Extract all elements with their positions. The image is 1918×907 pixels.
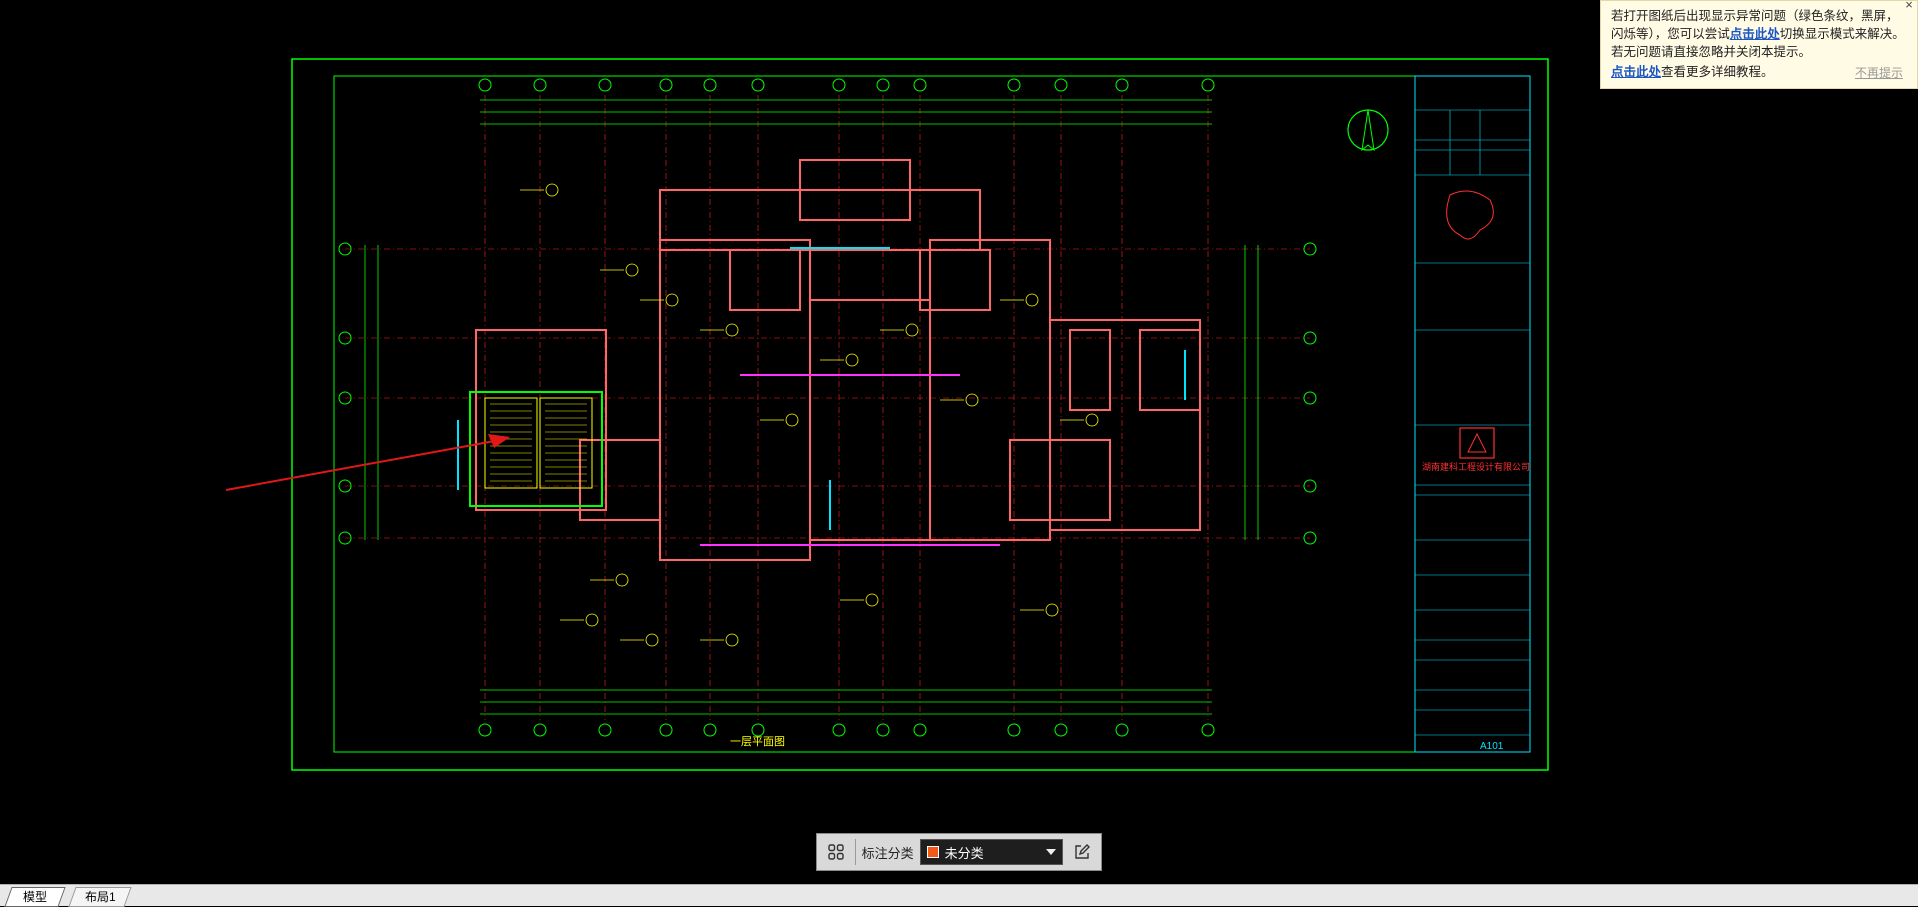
axis-bubbles <box>338 78 1317 737</box>
tutorial-link[interactable]: 点击此处 <box>1611 65 1662 79</box>
edit-icon[interactable] <box>1069 839 1095 865</box>
selected-category: 未分类 <box>944 845 984 861</box>
chevron-down-icon <box>1046 849 1057 855</box>
annotation-category-toolbar: 标注分类 未分类 <box>816 833 1102 871</box>
plan-details <box>520 183 1099 647</box>
dont-show-again-link[interactable]: 不再提示 <box>1854 66 1903 80</box>
tab-model[interactable]: 模型 <box>4 887 66 907</box>
switch-display-mode-link[interactable]: 点击此处 <box>1729 27 1780 41</box>
notice-text-3: 查看更多详细教程。 <box>1661 65 1774 79</box>
floor-plan-drawing: 湖南建科工程设计有限公司 A101 一层平面图 <box>225 58 1549 771</box>
sheet-number: A101 <box>1480 741 1504 752</box>
tab-layout1[interactable]: 布局1 <box>68 887 132 907</box>
tab-layout1-label: 布局1 <box>84 890 116 904</box>
title-block: 湖南建科工程设计有限公司 A101 <box>1414 75 1531 753</box>
tab-model-label: 模型 <box>22 890 47 904</box>
company-name: 湖南建科工程设计有限公司 <box>1422 461 1530 472</box>
layout-tabs: 模型 布局1 <box>0 884 1918 907</box>
annotation-category-select[interactable]: 未分类 <box>919 839 1064 865</box>
plan-title: 一层平面图 <box>730 735 785 748</box>
notice-text-1: 若打开图纸后出现显示异常问题（绿色条纹，黑屏，闪烁等），您可以尝试 <box>1611 9 1899 41</box>
building-walls <box>457 159 1201 561</box>
annotation-arrow-icon <box>225 434 510 491</box>
dimension-lines <box>364 99 1259 715</box>
north-arrow-icon <box>1347 109 1389 152</box>
cad-drawing-canvas[interactable]: 湖南建科工程设计有限公司 A101 一层平面图 <box>0 0 1918 884</box>
close-notice-icon[interactable]: × <box>1905 0 1913 12</box>
toolbar-separator <box>854 839 856 865</box>
axis-grid-lines <box>345 95 1310 720</box>
grid-icon[interactable] <box>823 839 849 865</box>
notice-text-2: 切换显示模式来解决。若无问题请直接忽略并关闭本提示。 <box>1611 27 1905 59</box>
annotation-category-label: 标注分类 <box>861 845 914 861</box>
display-issue-notice: × 若打开图纸后出现显示异常问题（绿色条纹，黑屏，闪烁等），您可以尝试点击此处切… <box>1600 0 1918 89</box>
category-color-swatch <box>926 846 939 858</box>
